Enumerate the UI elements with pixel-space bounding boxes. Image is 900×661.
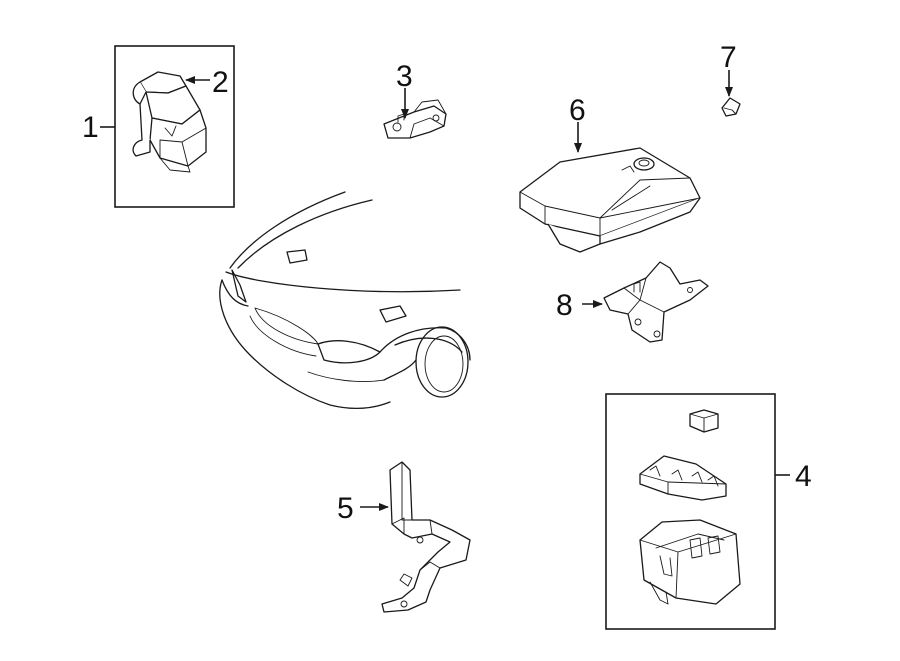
callout-8: 8 [556,289,573,322]
part-4-fuse-block [639,455,727,501]
part-1-relay-box-group [100,45,235,208]
callout-4: 4 [795,460,812,493]
callout-7: 7 [720,41,737,74]
part-4-fuse-relay-box-group [605,393,790,630]
callout-1: 1 [82,111,99,144]
part-5-bracket [360,461,471,613]
part-4-small-relay [689,409,719,433]
part-7-clip [721,70,741,117]
part-4-frame [605,393,776,630]
callout-3: 3 [396,60,413,93]
callout-2: 2 [212,66,229,99]
part-8-bracket [582,261,709,343]
part-4-junction-box [639,519,741,605]
vehicle-outline [219,191,471,410]
part-3-bracket [383,88,447,139]
callout-6: 6 [569,94,586,127]
part-6-fuse-box-cover [519,122,701,253]
part-2-relay-cover [132,71,207,173]
callout-5: 5 [337,492,354,525]
